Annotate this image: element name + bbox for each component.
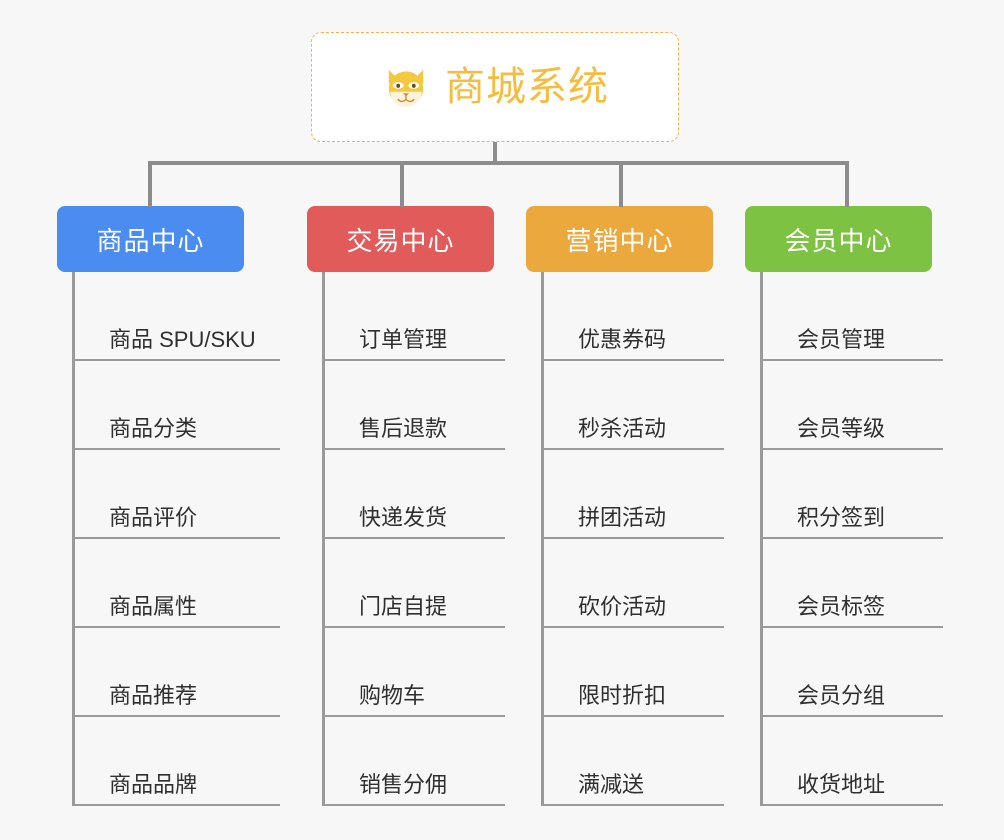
leaf-item[interactable]: 门店自提 [325, 539, 505, 628]
leaf-item-label: 满减送 [578, 771, 645, 797]
leaf-item[interactable]: 订单管理 [325, 272, 505, 361]
branch-header-1[interactable]: 商品中心 [57, 206, 244, 272]
leaf-list-1: 商品 SPU/SKU 商品分类商品评价商品属性商品推荐商品品牌 [72, 272, 280, 806]
leaf-item-label: 会员等级 [797, 415, 886, 441]
branch-column-1: 商品中心商品 SPU/SKU 商品分类商品评价商品属性商品推荐商品品牌 [57, 206, 280, 806]
connector-horizontal-bus [148, 161, 848, 165]
leaf-item[interactable]: 商品 SPU/SKU [75, 272, 280, 361]
leaf-item[interactable]: 会员分组 [763, 628, 943, 717]
leaf-item[interactable]: 商品品牌 [75, 717, 280, 806]
connector-drop-1 [148, 161, 152, 207]
leaf-item[interactable]: 满减送 [544, 717, 724, 806]
leaf-item[interactable]: 收货地址 [763, 717, 943, 806]
branch-column-3: 营销中心优惠券码秒杀活动拼团活动砍价活动限时折扣满减送 [526, 206, 724, 806]
leaf-item[interactable]: 商品评价 [75, 450, 280, 539]
leaf-item[interactable]: 会员管理 [763, 272, 943, 361]
leaf-item[interactable]: 商品推荐 [75, 628, 280, 717]
leaf-item-label: 商品属性 [109, 593, 198, 619]
leaf-item-label: 商品推荐 [109, 682, 198, 708]
leaf-item-label: 优惠券码 [578, 326, 667, 352]
branch-header-label: 商品中心 [96, 225, 205, 256]
branch-header-2[interactable]: 交易中心 [307, 206, 494, 272]
leaf-item-label: 商品品牌 [109, 771, 198, 797]
leaf-item[interactable]: 优惠券码 [544, 272, 724, 361]
leaf-item-label: 快递发货 [359, 504, 448, 530]
leaf-item[interactable]: 购物车 [325, 628, 505, 717]
shiba-dog-icon [388, 69, 424, 108]
connector-drop-2 [400, 161, 404, 207]
leaf-item[interactable]: 售后退款 [325, 361, 505, 450]
leaf-item-label: 售后退款 [359, 415, 448, 441]
leaf-item[interactable]: 快递发货 [325, 450, 505, 539]
connector-drop-4 [845, 161, 849, 207]
leaf-list-3: 优惠券码秒杀活动拼团活动砍价活动限时折扣满减送 [541, 272, 724, 806]
leaf-item-label: 拼团活动 [578, 504, 667, 530]
connector-drop-3 [619, 161, 623, 207]
root-node[interactable]: 商城系统 [311, 32, 679, 142]
leaf-item-label: 购物车 [359, 682, 426, 708]
connector-root-stem [493, 142, 497, 164]
leaf-item[interactable]: 拼团活动 [544, 450, 724, 539]
leaf-item-label: 订单管理 [359, 326, 448, 352]
leaf-item-label: 商品评价 [109, 504, 198, 530]
leaf-item[interactable]: 会员标签 [763, 539, 943, 628]
leaf-item-label: 销售分佣 [359, 771, 448, 797]
root-title: 商城系统 [445, 65, 609, 109]
leaf-list-2: 订单管理售后退款快递发货门店自提购物车销售分佣 [322, 272, 505, 806]
leaf-item-label: 限时折扣 [578, 682, 667, 708]
leaf-item-label: 门店自提 [359, 593, 448, 619]
leaf-item[interactable]: 砍价活动 [544, 539, 724, 628]
leaf-item-label: 会员管理 [797, 326, 886, 352]
branch-header-4[interactable]: 会员中心 [745, 206, 932, 272]
leaf-item[interactable]: 秒杀活动 [544, 361, 724, 450]
leaf-item[interactable]: 会员等级 [763, 361, 943, 450]
leaf-item-label: 积分签到 [797, 504, 886, 530]
leaf-item-label: 商品 SPU/SKU [109, 326, 256, 352]
leaf-item-label: 砍价活动 [578, 593, 667, 619]
leaf-item[interactable]: 限时折扣 [544, 628, 724, 717]
leaf-item-label: 会员标签 [797, 593, 886, 619]
leaf-item[interactable]: 商品属性 [75, 539, 280, 628]
leaf-item-label: 秒杀活动 [578, 415, 667, 441]
leaf-item[interactable]: 销售分佣 [325, 717, 505, 806]
branch-header-label: 交易中心 [346, 225, 455, 256]
leaf-item-label: 会员分组 [797, 682, 886, 708]
leaf-item-label: 商品分类 [109, 415, 198, 441]
leaf-item[interactable]: 商品分类 [75, 361, 280, 450]
branch-header-3[interactable]: 营销中心 [526, 206, 713, 272]
leaf-item[interactable]: 积分签到 [763, 450, 943, 539]
branch-header-label: 会员中心 [784, 225, 893, 256]
branch-column-4: 会员中心会员管理会员等级积分签到会员标签会员分组收货地址 [745, 206, 943, 806]
branch-column-2: 交易中心订单管理售后退款快递发货门店自提购物车销售分佣 [307, 206, 505, 806]
branch-header-label: 营销中心 [565, 225, 674, 256]
leaf-list-4: 会员管理会员等级积分签到会员标签会员分组收货地址 [760, 272, 943, 806]
leaf-item-label: 收货地址 [797, 771, 886, 797]
